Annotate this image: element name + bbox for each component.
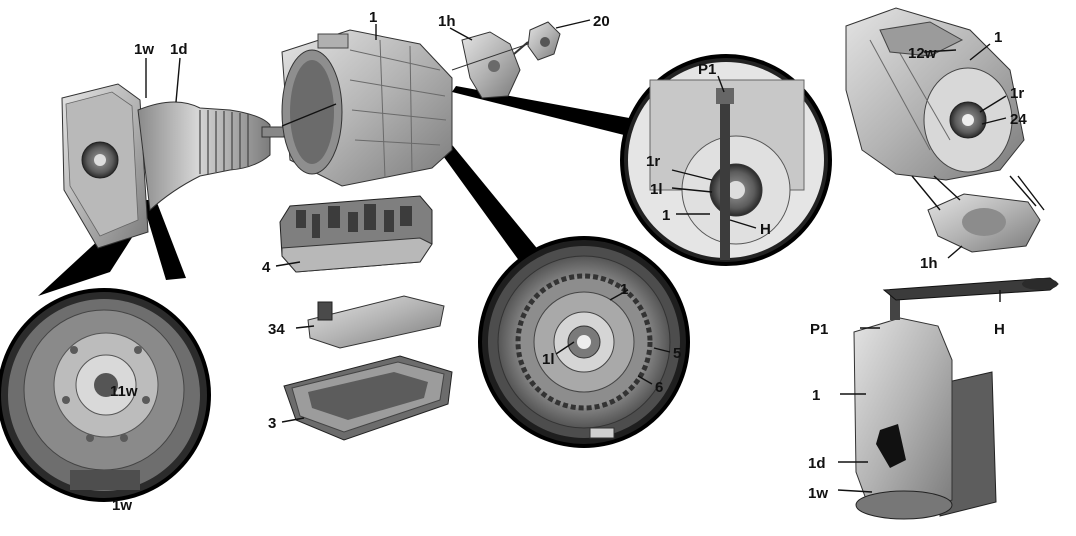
label-inset-mid-5: 5 <box>673 345 681 362</box>
label-inset-left-11w: 11w <box>110 383 138 400</box>
label-inset-left-1w: 1w <box>112 497 132 514</box>
label-right-24: 24 <box>1010 111 1027 128</box>
label-inset-mid-6: 6 <box>655 379 663 396</box>
housing-on-press <box>853 277 1059 520</box>
oil-pan <box>283 355 453 441</box>
label-press-1w: 1w <box>808 485 828 502</box>
label-inset-top-1l: 1l <box>650 181 663 198</box>
inset-top-center <box>620 54 832 266</box>
label-inset-top-1: 1 <box>662 207 670 224</box>
label-press-1d: 1d <box>808 455 826 472</box>
inset-middle <box>478 236 690 448</box>
part-labels: 1 1h 20 1w 1d 4 34 3 11w 1w 1 1l 5 6 P1 … <box>110 9 1027 514</box>
label-inset-top-p1: P1 <box>698 61 716 78</box>
mount-bracket-top <box>461 31 521 99</box>
label-valve-body: 4 <box>262 259 271 276</box>
label-right-1r: 1r <box>1010 85 1024 102</box>
label-right-1h: 1h <box>920 255 938 272</box>
label-flange-top: 20 <box>593 13 610 30</box>
label-inset-mid-1l: 1l <box>542 351 555 368</box>
oil-filter <box>307 295 445 349</box>
label-inset-top-1r: 1r <box>646 153 660 170</box>
label-mount-top: 1h <box>438 13 456 30</box>
label-filter: 34 <box>268 321 285 338</box>
label-press-1: 1 <box>812 387 820 404</box>
label-right-1: 1 <box>994 29 1002 46</box>
label-housing-main: 1 <box>369 9 377 26</box>
rear-mount-bracket <box>911 175 1045 253</box>
flange-top <box>513 21 561 61</box>
rear-housing-top-right <box>845 7 1025 181</box>
valve-body <box>279 195 433 273</box>
label-inset-mid-1: 1 <box>620 281 628 298</box>
label-inset-top-h: H <box>760 221 771 238</box>
label-oil-pan: 3 <box>268 415 276 432</box>
leader-lines <box>145 19 1007 493</box>
main-housing <box>281 29 453 187</box>
label-press-p1: P1 <box>810 321 828 338</box>
label-housing-left-w: 1w <box>134 41 154 58</box>
label-press-h: H <box>994 321 1005 338</box>
label-right-12w: 12w <box>908 45 937 62</box>
zoom-band-left-2 <box>142 200 186 280</box>
left-transmission-assembly <box>61 83 301 249</box>
label-housing-left-d: 1d <box>170 41 188 58</box>
inset-bottom-left <box>0 288 211 502</box>
zoom-band-top <box>452 86 640 138</box>
